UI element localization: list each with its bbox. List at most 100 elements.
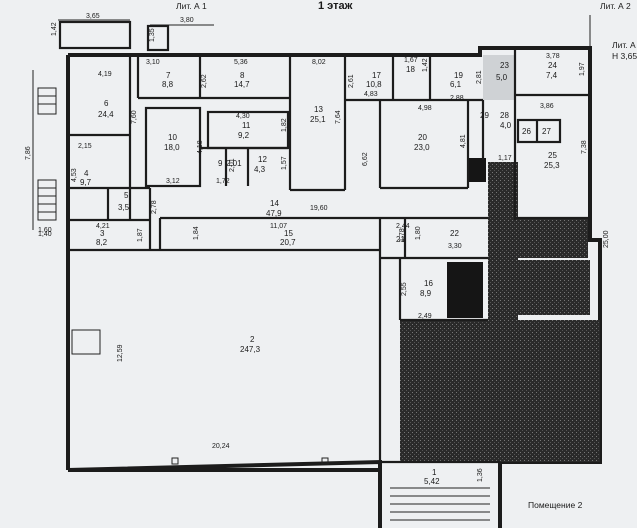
room-num-15: 15 [284, 229, 293, 238]
dim-label: 1,84 [193, 226, 200, 240]
room-num-22: 22 [450, 229, 459, 238]
room-num-21: 21 [396, 235, 405, 244]
room-num-7: 7 [166, 71, 171, 80]
height-label: H 3,65 [612, 51, 637, 61]
dim-label: 2,88 [450, 95, 464, 102]
room-area-13: 25,1 [310, 115, 326, 124]
dim-label: 1,82 [281, 118, 288, 132]
dim-label: 1,40 [38, 231, 52, 238]
dim-label: 4,19 [98, 71, 112, 78]
room-num-17: 17 [372, 71, 381, 80]
dark-zone-column [488, 162, 518, 322]
room-area-12: 4,3 [254, 165, 266, 174]
left-stairs [32, 70, 57, 230]
dim-label: 7,64 [335, 110, 342, 124]
dim-label: 1,42 [51, 22, 58, 36]
dark-zone-small [468, 158, 486, 182]
entrance-block-left [58, 20, 132, 50]
dim-label: 7,86 [25, 146, 32, 160]
room-area-11: 9,2 [238, 131, 250, 140]
dark-zone-16-side [447, 262, 483, 318]
room-areas: 5,42 247,3 8,2 9,7 3,5 24,4 8,8 14,7 2,0… [80, 71, 560, 486]
dim-label: 4,83 [364, 91, 378, 98]
room-area-15: 20,7 [280, 238, 296, 247]
room-area-20: 23,0 [414, 143, 430, 152]
room-num-9: 9 [218, 159, 223, 168]
dim-label: 3,12 [166, 178, 180, 185]
lit-a2-label: Лит. А 2 [600, 1, 631, 11]
dim-label: 3,86 [540, 103, 554, 110]
room-num-26: 26 [522, 127, 531, 136]
dim-label: 12,59 [117, 344, 124, 362]
dim-label: 6,62 [362, 152, 369, 166]
room-num-11: 11 [242, 121, 251, 130]
entrance-stairs [390, 487, 490, 521]
room-area-28: 4,0 [500, 121, 512, 130]
room-numbers: 1 2 3 4 5 6 7 8 9 10 11 12 13 14 15 16 1… [84, 61, 557, 477]
dim-label: 3,10 [146, 59, 160, 66]
dim-label: 2,55 [401, 282, 408, 296]
dim-label: 19,60 [310, 205, 328, 212]
dim-label: 3,65 [86, 13, 100, 20]
dim-label: 2,78 [151, 200, 158, 214]
dim-label: 3,30 [448, 243, 462, 250]
dim-label: 1,36 [477, 468, 484, 482]
dim-label: 5,36 [234, 59, 248, 66]
room-num-1: 1 [432, 468, 437, 477]
room-area-5: 3,5 [118, 203, 130, 212]
dim-label: 1,35 [149, 28, 156, 42]
dim-label: 4,30 [236, 113, 250, 120]
dim-label: 4,18 [197, 140, 204, 154]
room-area-24: 7,4 [546, 71, 558, 80]
room-num-3: 3 [100, 229, 105, 238]
dim-label: 11,07 [270, 223, 287, 230]
room-num-4: 4 [84, 169, 89, 178]
entrance-block-mid [146, 24, 170, 52]
dim-label: 2,49 [418, 313, 432, 320]
dim-label: 2,61 [348, 74, 355, 88]
dim-label: 4,21 [96, 223, 110, 230]
room-num-14: 14 [270, 199, 279, 208]
room-num-29: 29 [480, 111, 489, 120]
room-area-23: 5,0 [496, 73, 508, 82]
dim-label: 7,38 [581, 140, 588, 154]
dim-label: 2,62 [201, 74, 208, 88]
dim-label: 2,01 [229, 158, 236, 172]
room-area-25: 25,3 [544, 161, 560, 170]
dim-label: 1,42 [422, 58, 429, 72]
room-num-25: 25 [548, 151, 557, 160]
room-area-8: 14,7 [234, 80, 250, 89]
dim-label: 1,78 [399, 228, 406, 242]
room-area-14: 47,9 [266, 209, 282, 218]
room-num-5: 5 [124, 191, 129, 200]
dim-label: 1,57 [281, 156, 288, 170]
dim-label: 3,80 [180, 17, 194, 24]
lit-a-label: Лит. А [612, 40, 636, 50]
caption: Помещение 2 [528, 500, 583, 510]
room-num-27: 27 [542, 127, 551, 136]
dim-label: 8,02 [312, 59, 326, 66]
top-dimension-lines [58, 15, 591, 50]
dark-zone-right-mid [515, 260, 590, 315]
room-num-24: 24 [548, 61, 557, 70]
dim-label: 1,72 [216, 178, 230, 185]
room-num-13: 13 [314, 105, 323, 114]
room-num-10: 10 [168, 133, 177, 142]
dim-label: 2,44 [396, 223, 410, 230]
room-area-10: 18,0 [164, 143, 180, 152]
dim-label: 4,53 [71, 168, 78, 182]
room-area-3: 8,2 [96, 238, 108, 247]
room-num-19: 19 [454, 71, 463, 80]
dim-label: 1,87 [137, 228, 144, 242]
lit-a1-label: Лит. А 1 [176, 1, 207, 11]
dim-label: 2,15 [78, 143, 92, 150]
dim-label: 3,78 [546, 53, 560, 60]
interior-walls [68, 48, 590, 470]
dim-label: 1,80 [415, 226, 422, 240]
room-area-4: 9,7 [80, 178, 92, 187]
dim-label: 4,98 [418, 105, 432, 112]
room-area-16: 8,9 [420, 289, 432, 298]
room-num-12: 12 [258, 155, 267, 164]
dim-label: 2,81 [476, 70, 483, 84]
